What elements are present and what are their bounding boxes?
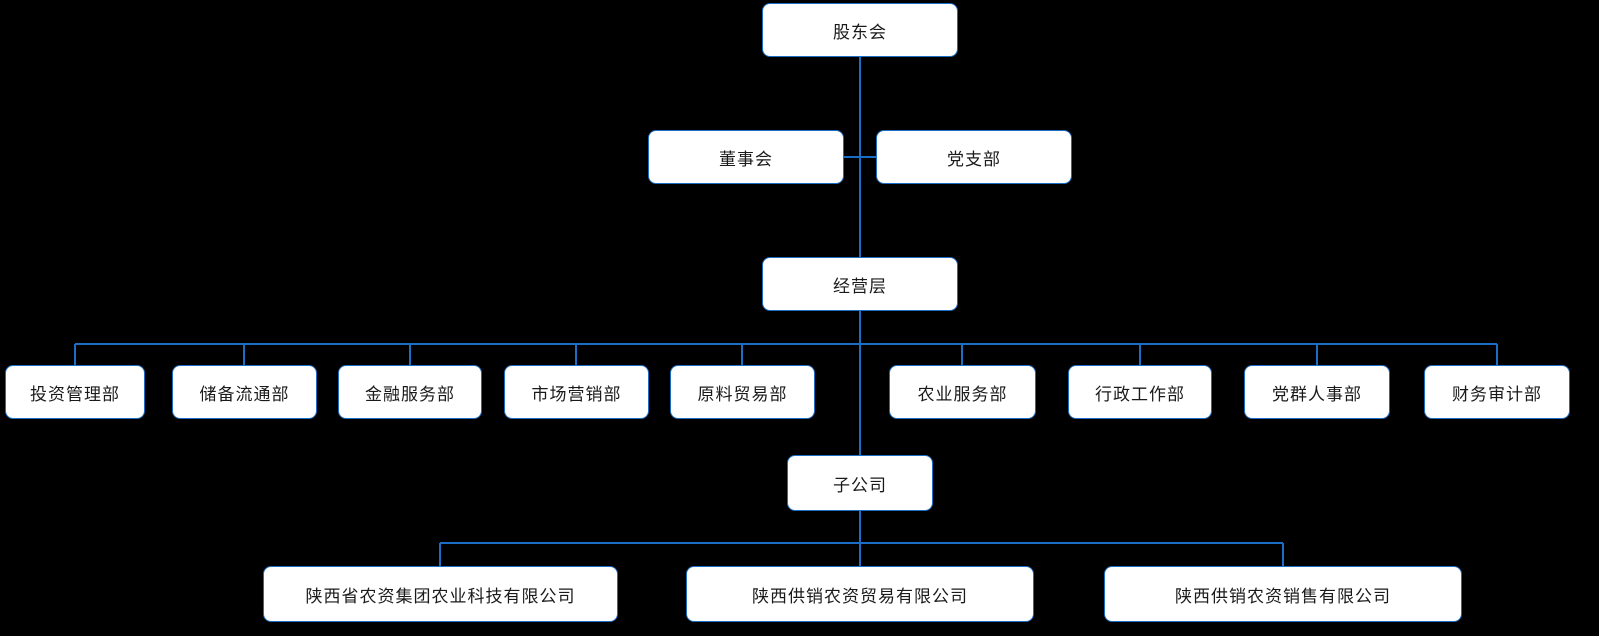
org-node-dept-reserve-circulation: 储备流通部 xyxy=(172,365,317,419)
org-node-subsidiaries-group: 子公司 xyxy=(787,455,933,511)
org-node-subsidiary-trade-company: 陕西供销农资贸易有限公司 xyxy=(686,566,1034,622)
org-node-dept-raw-material-trade: 原料贸易部 xyxy=(670,365,815,419)
org-node-dept-agricultural-services: 农业服务部 xyxy=(889,365,1036,419)
org-node-dept-investment-management: 投资管理部 xyxy=(5,365,145,419)
org-node-shareholders-meeting: 股东会 xyxy=(762,3,958,57)
org-node-board-of-directors: 董事会 xyxy=(648,130,844,184)
org-node-dept-marketing: 市场营销部 xyxy=(504,365,649,419)
org-node-dept-financial-services: 金融服务部 xyxy=(338,365,482,419)
org-node-subsidiary-agri-tech-company: 陕西省农资集团农业科技有限公司 xyxy=(263,566,618,622)
org-node-management-level: 经营层 xyxy=(762,257,958,311)
org-node-dept-party-mass-personnel: 党群人事部 xyxy=(1244,365,1390,419)
org-node-dept-finance-audit: 财务审计部 xyxy=(1424,365,1570,419)
org-node-dept-administrative-work: 行政工作部 xyxy=(1068,365,1212,419)
org-node-party-branch: 党支部 xyxy=(876,130,1072,184)
org-node-subsidiary-sales-company: 陕西供销农资销售有限公司 xyxy=(1104,566,1462,622)
